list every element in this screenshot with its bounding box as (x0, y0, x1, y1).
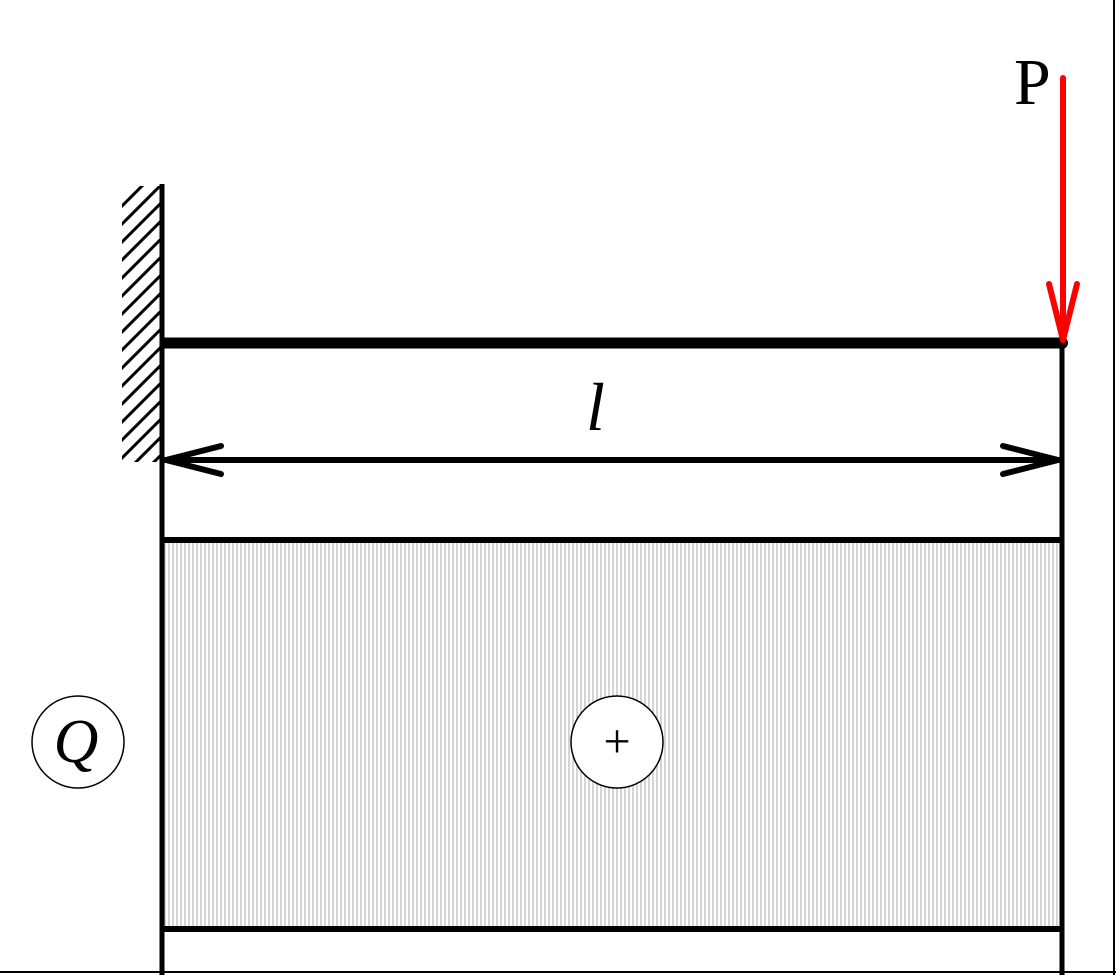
diagram-symbol-label: Q (54, 708, 99, 776)
positive-sign: + (603, 715, 630, 768)
diagram-symbol-circle (31, 695, 125, 789)
load-arrow (1046, 75, 1080, 343)
positive-sign-circle (570, 695, 664, 789)
fixed-support-hatching (122, 186, 162, 462)
length-label: l (586, 369, 605, 445)
length-dimension-line (163, 443, 1061, 477)
load-label: P (1014, 46, 1051, 119)
